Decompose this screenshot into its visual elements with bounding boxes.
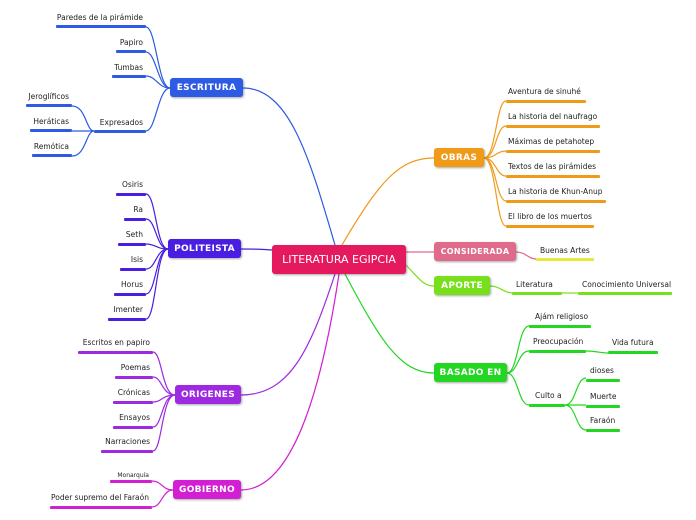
leaf-heraticas[interactable]: Heráticas xyxy=(33,117,69,126)
leaf-preocupacion[interactable]: Preocupación xyxy=(533,337,584,346)
leaf-dioses[interactable]: dioses xyxy=(590,366,614,375)
leaf-dioses-underline xyxy=(586,379,620,382)
connector-obras xyxy=(341,157,435,246)
leaf-libro-muertos[interactable]: El libro de los muertos xyxy=(508,212,592,221)
branch-considerada[interactable]: CONSIDERADA xyxy=(434,242,516,261)
leaf-poder-supremo-underline xyxy=(50,506,152,509)
center-label: LITERATURA EGIPCIA xyxy=(282,253,396,266)
branch-politeista-label: POLITEISTA xyxy=(174,243,235,254)
leaf-monarquia-underline xyxy=(110,480,152,483)
branch-basado-en-label: BASADO EN xyxy=(439,367,502,378)
leaf-faraon[interactable]: Faraón xyxy=(590,416,616,425)
leaf-historia-khun-anup[interactable]: La historia de Khun-Anup xyxy=(508,187,603,196)
leaf-tumbas-underline xyxy=(112,75,146,78)
leaf-jeroglificos[interactable]: Jeroglíficos xyxy=(28,92,69,101)
leaf-literatura[interactable]: Literatura xyxy=(516,280,553,289)
branch-escritura[interactable]: ESCRITURA xyxy=(170,78,243,97)
leaf-buenas-artes-underline xyxy=(536,258,594,261)
branch-gobierno[interactable]: GOBIERNO xyxy=(173,480,241,499)
leaf-culto-a[interactable]: Culto a xyxy=(535,391,562,400)
connector-aporte xyxy=(405,264,435,287)
branch-escritura-label: ESCRITURA xyxy=(176,82,237,93)
leaf-faraon-underline xyxy=(586,429,620,432)
leaf-isis-underline xyxy=(120,268,146,271)
leaf-conocimiento-universal-underline xyxy=(578,292,672,295)
leaf-historia-naufrago-underline xyxy=(506,125,600,128)
leaf-maximas-petahotep[interactable]: Máximas de petahotep xyxy=(508,137,595,146)
leaf-vida-futura-underline xyxy=(608,351,658,354)
leaf-textos-piramides[interactable]: Textos de las pirámides xyxy=(508,162,596,171)
leaf-literatura-underline xyxy=(512,292,562,295)
leaf-historia-khun-anup-underline xyxy=(506,200,606,203)
branch-origenes-label: ORIGENES xyxy=(180,389,236,400)
branch-aporte-label: APORTE xyxy=(441,280,483,291)
leaf-ajam-religioso[interactable]: Ajám religioso xyxy=(535,312,589,321)
leaf-remotica[interactable]: Remótica xyxy=(33,142,69,151)
leaf-seth[interactable]: Seth xyxy=(125,230,143,239)
leaf-libro-muertos-underline xyxy=(506,225,594,228)
leaf-narraciones[interactable]: Narraciones xyxy=(105,437,150,446)
leaf-expresados-underline xyxy=(94,130,146,133)
leaf-buenas-artes[interactable]: Buenas Artes xyxy=(540,246,590,255)
leaf-poemas[interactable]: Poemas xyxy=(120,363,150,372)
leaf-ajam-religioso-underline xyxy=(529,325,591,328)
center-node[interactable]: LITERATURA EGIPCIA xyxy=(272,245,406,274)
leaf-isis[interactable]: Isis xyxy=(130,255,143,264)
leaf-papiro-underline xyxy=(116,50,146,53)
leaf-poder-supremo[interactable]: Poder supremo del Faraón xyxy=(50,493,149,502)
leaf-expresados[interactable]: Expresados xyxy=(99,118,143,127)
connector-politeista xyxy=(240,248,273,251)
branch-aporte[interactable]: APORTE xyxy=(434,276,490,295)
leaf-ra-underline xyxy=(124,218,146,221)
leaf-poemas-underline xyxy=(115,376,153,379)
branch-origenes[interactable]: ORIGENES xyxy=(175,385,241,404)
leaf-ra[interactable]: Ra xyxy=(133,205,143,214)
leaf-historia-naufrago[interactable]: La historia del naufrago xyxy=(508,112,598,121)
leaf-escritos-papiro-underline xyxy=(78,351,153,354)
leaf-cronicas-underline xyxy=(113,401,153,404)
leaf-preocupacion-underline xyxy=(529,350,586,353)
connector-escritura xyxy=(242,87,336,246)
leaf-jeroglificos-underline xyxy=(26,104,72,107)
leaf-osiris[interactable]: Osiris xyxy=(122,180,143,189)
leaf-muerte-underline xyxy=(586,405,620,408)
connector-origenes xyxy=(240,273,336,396)
leaf-textos-piramides-underline xyxy=(506,175,600,178)
leaf-imenter[interactable]: Imenter xyxy=(113,305,143,314)
branch-gobierno-label: GOBIERNO xyxy=(179,484,235,495)
leaf-paredes[interactable]: Paredes de la pirámide xyxy=(56,13,143,22)
leaf-conocimiento-universal[interactable]: Conocimiento Universal xyxy=(582,280,672,289)
leaf-aventura-sinuhe[interactable]: Aventura de sinuhé xyxy=(508,87,581,96)
leaf-escritos-papiro[interactable]: Escritos en papiro xyxy=(82,338,150,347)
leaf-aventura-sinuhe-underline xyxy=(506,100,586,103)
leaf-muerte[interactable]: Muerte xyxy=(590,392,617,401)
leaf-remotica-underline xyxy=(32,154,72,157)
leaf-culto-a-underline xyxy=(529,404,565,407)
leaf-imenter-underline xyxy=(108,318,146,321)
leaf-monarquia[interactable]: Monarquía xyxy=(117,472,149,479)
leaf-ensayos[interactable]: Ensayos xyxy=(119,413,150,422)
branch-considerada-label: CONSIDERADA xyxy=(440,247,510,256)
leaf-heraticas-underline xyxy=(30,129,72,132)
connector-basado xyxy=(344,273,435,374)
leaf-horus-underline xyxy=(114,293,146,296)
branch-politeista[interactable]: POLITEISTA xyxy=(168,239,241,258)
branch-obras-label: OBRAS xyxy=(440,152,478,163)
leaf-tumbas[interactable]: Tumbas xyxy=(114,63,143,72)
connector-gobierno xyxy=(240,273,340,491)
leaf-osiris-underline xyxy=(116,193,146,196)
branch-basado-en[interactable]: BASADO EN xyxy=(434,363,507,382)
leaf-cronicas[interactable]: Crónicas xyxy=(117,388,150,397)
leaf-narraciones-underline xyxy=(101,450,153,453)
leaf-vida-futura[interactable]: Vida futura xyxy=(612,338,654,347)
leaf-maximas-petahotep-underline xyxy=(506,150,600,153)
leaf-ensayos-underline xyxy=(113,426,153,429)
branch-obras[interactable]: OBRAS xyxy=(434,148,484,167)
leaf-horus[interactable]: Horus xyxy=(121,280,143,289)
leaf-papiro[interactable]: Papiro xyxy=(119,38,143,47)
leaf-paredes-underline xyxy=(56,25,146,28)
leaf-seth-underline xyxy=(118,243,146,246)
